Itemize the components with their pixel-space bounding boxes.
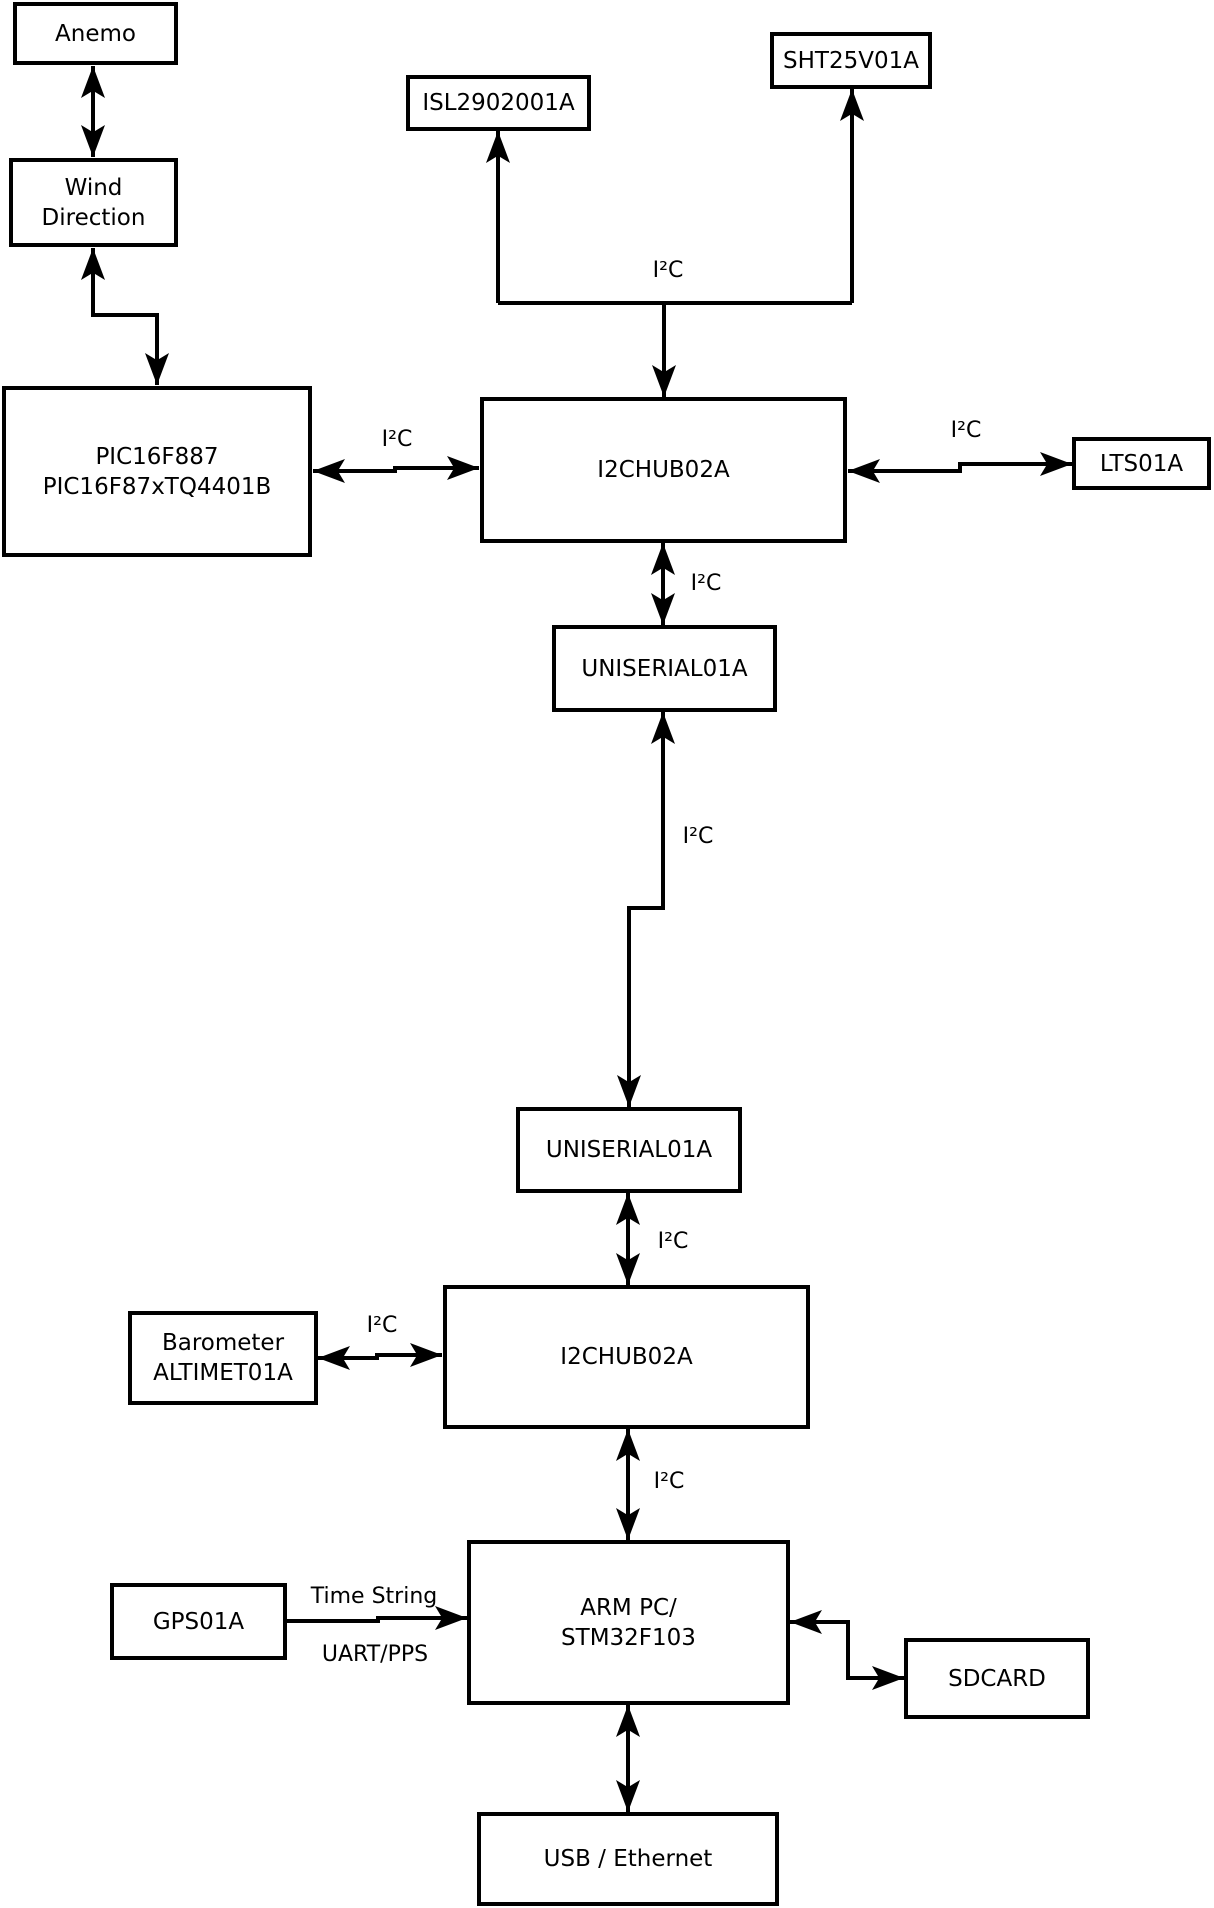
gps-armpc-timestring-label: Time String bbox=[310, 1584, 438, 1609]
wind-direction-label-line1: Wind bbox=[64, 174, 123, 201]
uniserial-top-box: UNISERIAL01A bbox=[552, 625, 777, 712]
lts-box: LTS01A bbox=[1072, 437, 1211, 490]
wind-direction-box: Wind Direction bbox=[9, 158, 178, 247]
armpc-box: ARM PC/ STM32F103 bbox=[467, 1540, 790, 1705]
sht-box: SHT25V01A bbox=[770, 32, 932, 89]
wind-direction-label-line2: Direction bbox=[41, 204, 146, 231]
uniserial-bottom-label: UNISERIAL01A bbox=[545, 1137, 713, 1163]
hub-uniserial-i2c-label: I²C bbox=[690, 571, 722, 596]
barometer-label-line2: ALTIMET01A bbox=[153, 1360, 293, 1386]
isl-label: ISL2902001A bbox=[422, 90, 575, 116]
barometer-label-line1: Barometer bbox=[161, 1330, 285, 1356]
edge-pic-i2chub-top bbox=[313, 456, 479, 483]
usb-ethernet-label: USB / Ethernet bbox=[543, 1846, 713, 1872]
gps-box: GPS01A bbox=[110, 1583, 287, 1660]
uniserial-link-i2c-label: I²C bbox=[682, 824, 714, 849]
isl-box: ISL2902001A bbox=[406, 75, 591, 131]
hub2-armpc-i2c-label: I²C bbox=[653, 1469, 685, 1494]
bus-top-i2c-label: I²C bbox=[652, 258, 684, 283]
edge-barometer-i2chub-bottom bbox=[318, 1343, 442, 1370]
sdcard-label: SDCARD bbox=[948, 1665, 1046, 1692]
hub-lts-i2c-label: I²C bbox=[950, 418, 982, 443]
anemo-box: Anemo bbox=[13, 2, 178, 65]
barometer-hub2-i2c-label: I²C bbox=[366, 1313, 398, 1338]
i2chub-bottom-box: I2CHUB02A bbox=[443, 1285, 810, 1429]
pic-label-line2: PIC16F87xTQ4401B bbox=[42, 473, 272, 500]
pic-hub-i2c-label: I²C bbox=[381, 427, 413, 452]
i2chub-top-label: I2CHUB02A bbox=[597, 457, 730, 483]
gps-label: GPS01A bbox=[152, 1608, 245, 1635]
sdcard-box: SDCARD bbox=[904, 1638, 1090, 1719]
pic-label-line1: PIC16F887 bbox=[95, 443, 219, 470]
pic-box: PIC16F887 PIC16F87xTQ4401B bbox=[2, 386, 312, 557]
lts-label: LTS01A bbox=[1099, 450, 1184, 477]
edge-gps-armpc bbox=[287, 1606, 467, 1630]
i2chub-top-box: I2CHUB02A bbox=[480, 397, 847, 543]
edge-i2chub-lts bbox=[848, 452, 1072, 483]
gps-armpc-uartpps-label: UART/PPS bbox=[321, 1642, 429, 1667]
uniserial-hub2-i2c-label: I²C bbox=[657, 1229, 689, 1254]
armpc-label-line2: STM32F103 bbox=[561, 1624, 696, 1651]
barometer-box: Barometer ALTIMET01A bbox=[128, 1311, 318, 1405]
uniserial-bottom-box: UNISERIAL01A bbox=[516, 1107, 742, 1193]
edge-armpc-sdcard bbox=[790, 1610, 904, 1690]
sht-label: SHT25V01A bbox=[783, 47, 919, 74]
edge-winddirection-pic bbox=[81, 248, 169, 385]
usb-ethernet-box: USB / Ethernet bbox=[477, 1812, 779, 1906]
uniserial-top-label: UNISERIAL01A bbox=[581, 655, 748, 682]
armpc-label-line1: ARM PC/ bbox=[580, 1594, 677, 1621]
anemo-label: Anemo bbox=[55, 20, 136, 47]
i2chub-bottom-label: I2CHUB02A bbox=[560, 1344, 693, 1370]
edge-uniserial-uniserial bbox=[617, 712, 675, 1107]
